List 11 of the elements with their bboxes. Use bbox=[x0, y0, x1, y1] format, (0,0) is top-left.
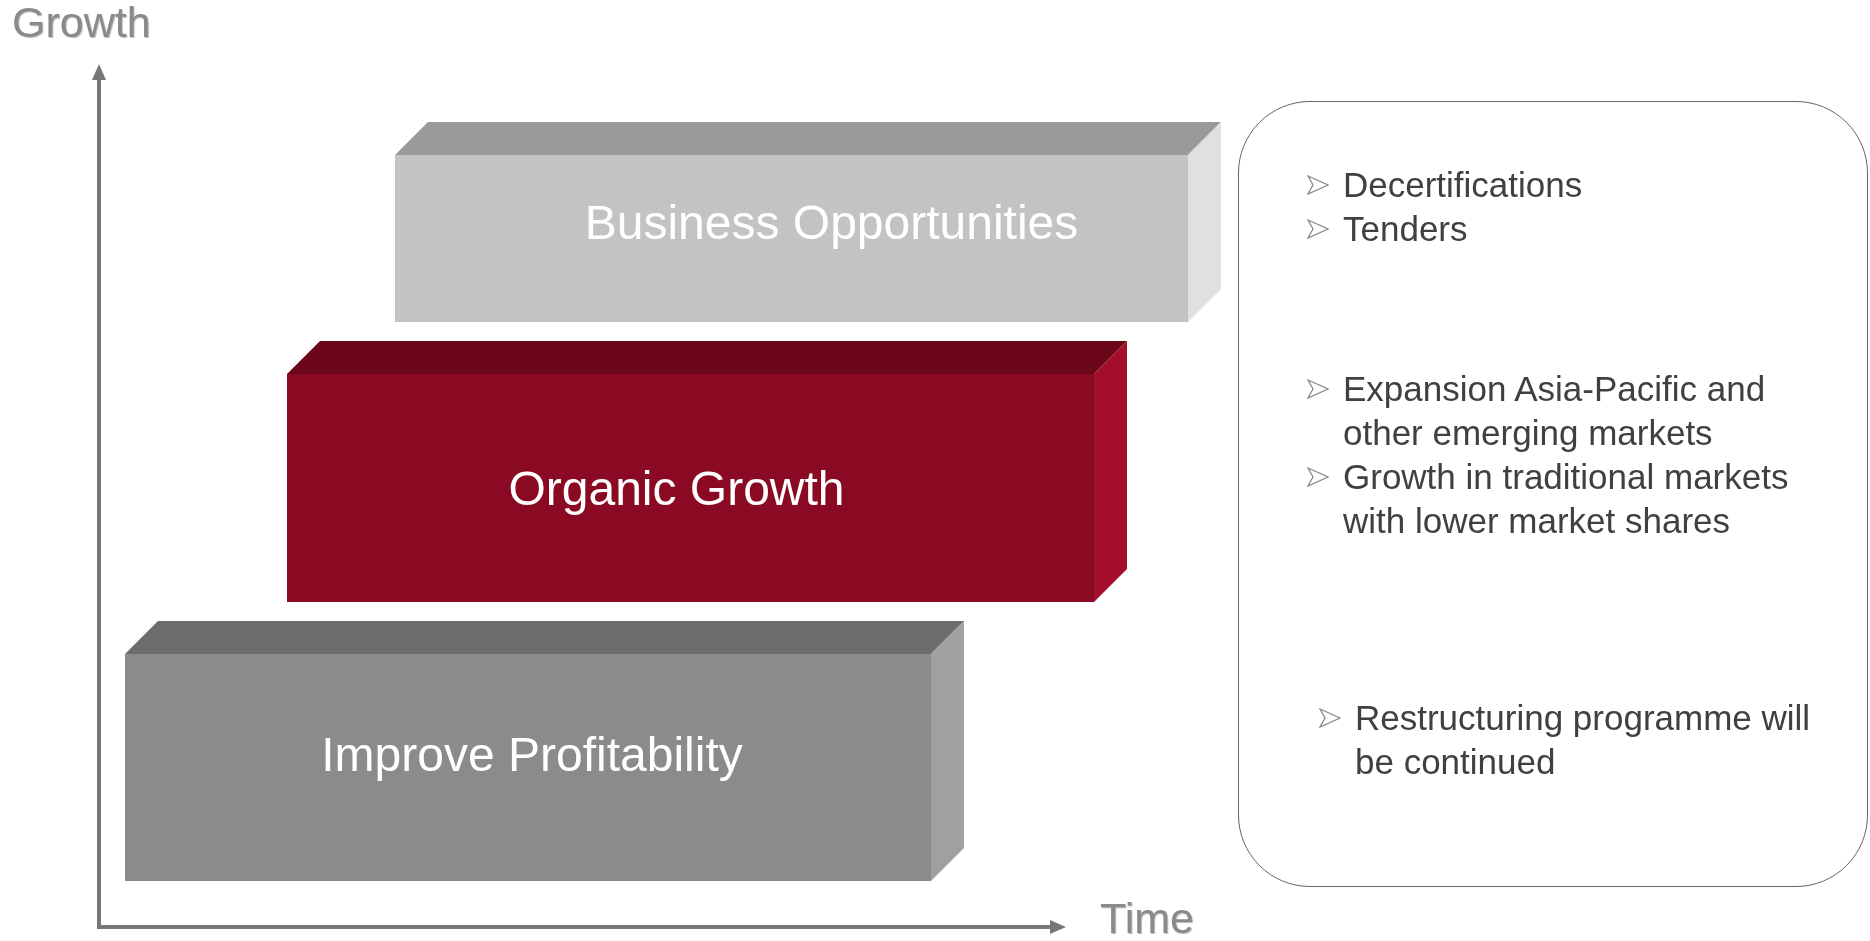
bullet-text: Tenders bbox=[1343, 208, 1469, 250]
block-label: Improve Profitability bbox=[320, 727, 744, 783]
bullet-text: Restructuring programme will be continued bbox=[1355, 697, 1812, 783]
axis-label: Time bbox=[1100, 894, 1194, 941]
rounded-panel bbox=[1238, 101, 1868, 887]
block-label: Business Opportunities bbox=[583, 195, 1080, 251]
bullet-text: Expansion Asia-Pacific and other emerging markets bbox=[1343, 368, 1767, 454]
block-label: Organic Growth bbox=[507, 460, 846, 517]
axis-label: Growth bbox=[12, 0, 151, 47]
bullet-text: Growth in traditional markets with lower market shares bbox=[1343, 456, 1790, 542]
bullet-text: Decertifications bbox=[1343, 164, 1584, 206]
